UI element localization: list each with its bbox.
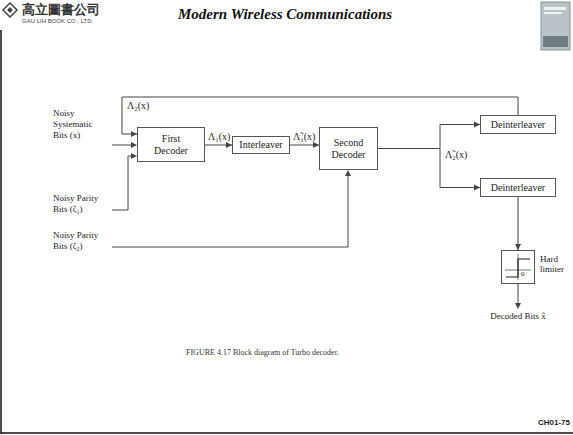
text-stack: Deinterleaver [491,182,545,194]
decoder-box: Second Decoder [319,127,378,170]
step-symbol [502,251,534,283]
text-stack: Deinterleaver [491,119,545,131]
arrowhead [515,303,521,309]
interleaver-box: Interleaver [232,136,290,154]
parity-wire [112,156,134,210]
connector-line [378,149,480,188]
publisher-name: GAU LIH BOOK CO., LTD. [22,18,142,25]
text-stack: First Decoder [149,133,193,156]
signal-connector [515,197,521,250]
page-number: CH01-75 [520,418,570,428]
input-wires [112,145,518,305]
signal-connector [290,142,319,148]
signal-label: Λ₂(x) [126,100,150,111]
signal-connector [378,149,480,191]
cover-detail [543,36,568,47]
signal-label: Λ̃₂(x) [444,149,468,160]
box-label: Second Decoder [326,137,372,160]
publisher-name: 高立圖書公司 [22,2,142,18]
text-stack: Second Decoder [326,137,372,160]
output-label: Decoded Bits x̂ [470,311,566,322]
cover-thumbnail [541,2,570,50]
threshold-value: 0 [521,271,525,278]
book-cover [541,2,570,50]
publisher-logo [3,3,17,17]
signal-label: Λ̃₁(x) [292,131,316,142]
input-label: Noisy Parity Bits (ζ₁) [53,193,109,215]
slide-frame [0,30,2,434]
input-label: Noisy Parity Bits (ζ₂) [53,230,109,252]
cover-detail [544,12,562,14]
connector-line [518,197,519,250]
text-stack: Interleaver [239,139,282,151]
cover-detail [544,7,566,10]
systematic-wire [112,145,134,146]
signal-label: Λ₁(x) [207,131,231,142]
logo-mark [3,3,17,17]
box-label: Deinterleaver [491,182,545,194]
slide-frame [1,432,573,434]
box-label: Interleaver [239,139,282,151]
input-label: Noisy Systematic Bits (x) [53,108,109,140]
parity-wire [112,173,348,247]
figure-caption: FIGURE 4.17 Block diagram of Turbo decod… [186,348,339,358]
signal-connector [205,142,232,148]
hard-limiter-box: 0Hard limiter [501,250,535,284]
slide-title: Modern Wireless Communications [178,5,392,23]
signal-connector [378,122,480,149]
deinterleaver-box: Deinterleaver [480,115,556,134]
logo-mark [7,7,13,13]
arrowhead [345,170,351,176]
deinterleaver-box: Deinterleaver [480,178,556,197]
box-label: First Decoder [149,133,193,156]
output-wire [518,284,519,305]
connector-line [378,125,480,149]
decoder-box: First Decoder [137,127,205,162]
box-label: Deinterleaver [491,119,545,131]
step-curve [506,259,530,277]
node-label: Hard limiter [540,254,573,275]
